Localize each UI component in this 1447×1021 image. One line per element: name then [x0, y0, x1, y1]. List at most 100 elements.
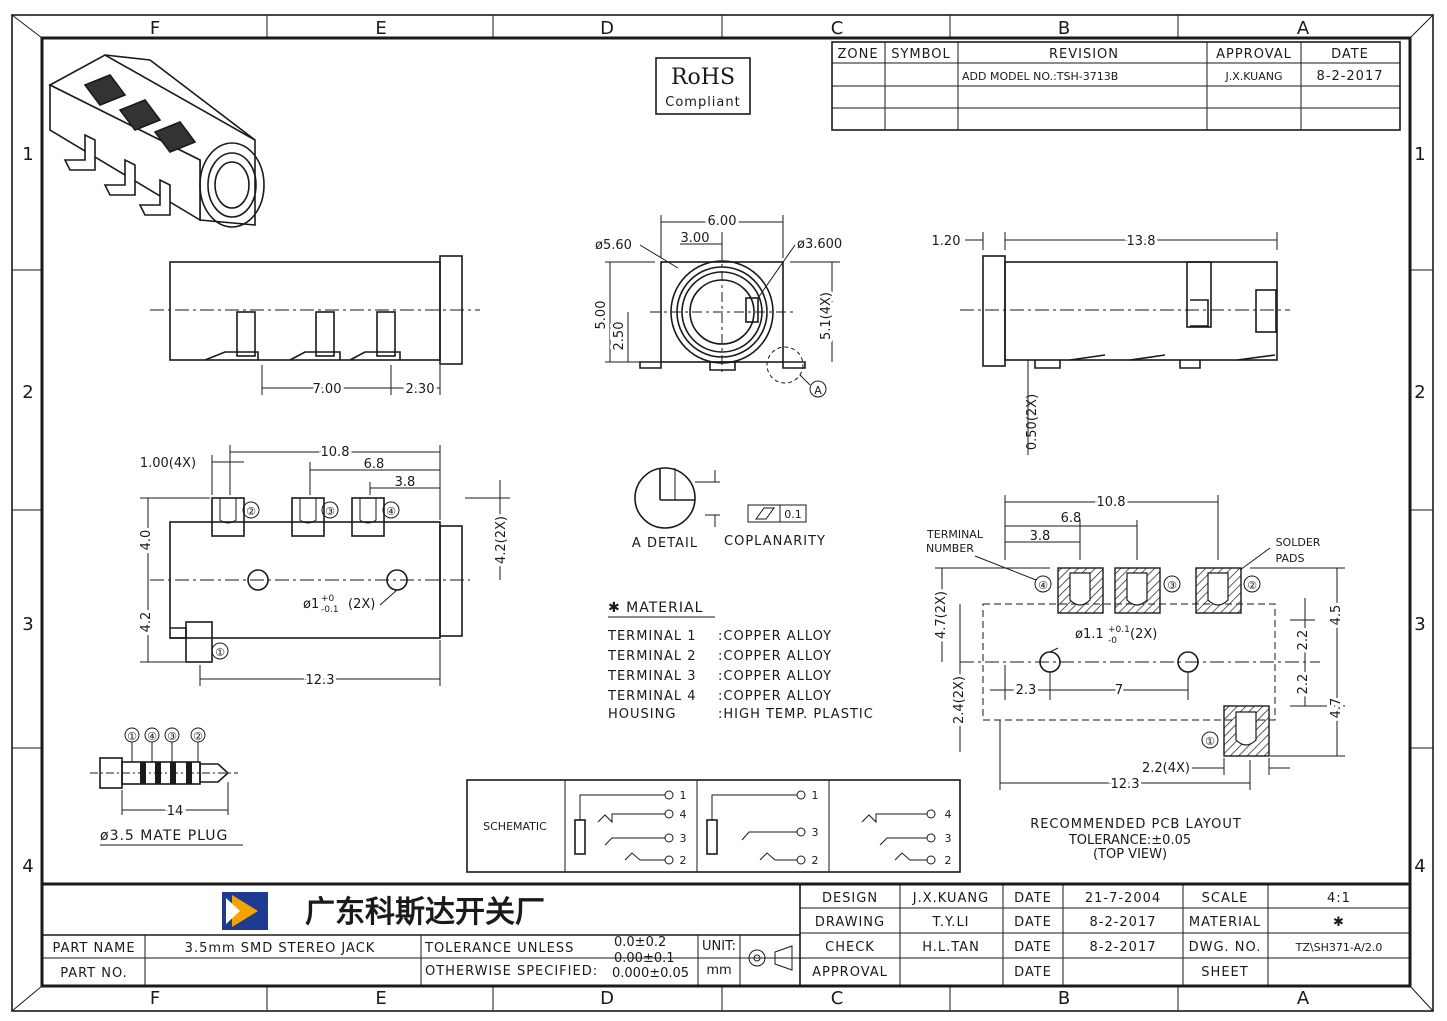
company-logo — [222, 892, 268, 930]
dim-6-00: 6.00 — [708, 214, 737, 229]
tolerance-label: OTHERWISE SPECIFIED: — [425, 964, 598, 979]
dim-3-8: 3.8 — [395, 475, 416, 490]
plug-label-2: ② — [193, 730, 203, 743]
approval-label: APPROVAL — [812, 965, 888, 980]
material-value: :COPPER ALLOY — [718, 629, 832, 644]
rohs-label: RoHS — [671, 65, 735, 90]
pad-1-label: ① — [1205, 735, 1215, 748]
material-name: TERMINAL 4 — [607, 689, 697, 704]
row-label: 2 — [22, 382, 33, 403]
pin-label: 2 — [812, 854, 819, 867]
front-view: 6.00 3.00 ø5.60 ø3.600 5.00 2.50 5.1(4X)… — [591, 211, 842, 398]
material-name: TERMINAL 2 — [607, 649, 697, 664]
dwg-no-label: DWG. NO. — [1189, 940, 1262, 955]
pcb-layout: 10.8 6.8 3.8 TERMINAL NUMBER ④ ③ ② ① SOL… — [926, 492, 1347, 862]
schematic: SCHEMATIC 1 4 3 2 1 3 2 4 3 2 — [466, 779, 961, 873]
col-label: D — [600, 988, 614, 1009]
pin-label: 3 — [812, 826, 819, 839]
tolerance-value: 0.00±0.1 — [614, 951, 675, 966]
row-label: 1 — [22, 144, 33, 165]
pcb-dim-2-4-2x: 2.4(2X) — [952, 676, 967, 724]
part-name-label: PART NAME — [52, 941, 135, 956]
pcb-dim-3-8: 3.8 — [1030, 529, 1051, 544]
tolerance-label: TOLERANCE UNLESS — [424, 941, 574, 956]
row-label: 4 — [1414, 856, 1425, 877]
material-list: ✱ MATERIAL TERMINAL 1 :COPPER ALLOY TERM… — [607, 600, 874, 722]
pcb-view: (TOP VIEW) — [1093, 847, 1167, 862]
pcb-dim-2-2b: 2.2 — [1296, 674, 1311, 695]
revision-header-approval: APPROVAL — [1216, 47, 1292, 62]
isometric-view — [48, 54, 265, 228]
tolerance-value: 0.0±0.2 — [614, 935, 666, 950]
terminal-4-label: ④ — [386, 505, 396, 518]
check-date: 8-2-2017 — [1089, 940, 1156, 955]
pad-4-label: ④ — [1038, 579, 1048, 592]
solder-pads-label: PADS — [1276, 552, 1305, 565]
coplanarity-label: COPLANARITY — [724, 534, 826, 549]
pcb-dim-2-2-4x: 2.2(4X) — [1142, 761, 1190, 776]
check-name: H.L.TAN — [922, 940, 980, 955]
col-label: C — [831, 18, 844, 39]
dim-4-2: 4.2 — [139, 612, 154, 633]
unit-label: UNIT: — [702, 939, 736, 954]
hole-tol-upper: +0 — [321, 594, 335, 604]
row-labels-right: 1 2 3 4 — [1414, 144, 1425, 877]
company-name: 广东科斯达开关厂 — [305, 895, 545, 930]
material-name: TERMINAL 3 — [607, 669, 697, 684]
dim-0-50-2x: 0.50(2X) — [1025, 394, 1040, 450]
row-label: 2 — [1414, 382, 1425, 403]
dim-1-20: 1.20 — [932, 234, 961, 249]
pin-label: 4 — [680, 808, 687, 821]
design-date: 21-7-2004 — [1085, 891, 1161, 906]
material-value: :COPPER ALLOY — [718, 649, 832, 664]
pcb-dim-7: 7 — [1115, 683, 1123, 698]
title-block: 广东科斯达开关厂 PART NAME 3.5mm SMD STEREO JACK… — [42, 882, 1410, 986]
pcb-hole-tol-lower: -0 — [1108, 636, 1117, 646]
dim-5-00: 5.00 — [594, 301, 609, 330]
dim-dia-3-600: ø3.600 — [797, 237, 842, 252]
material-name: TERMINAL 1 — [607, 629, 697, 644]
dim-7: 7.00 — [313, 382, 342, 397]
material-name: HOUSING — [608, 707, 676, 722]
date-label: DATE — [1014, 965, 1052, 980]
col-label: A — [1297, 988, 1310, 1009]
dim-4-2-2x: 4.2(2X) — [494, 516, 509, 564]
pin-label: 3 — [680, 832, 687, 845]
dim-2-50: 2.50 — [612, 322, 627, 351]
check-label: CHECK — [825, 940, 875, 955]
plug-caption: ø3.5 MATE PLUG — [100, 828, 228, 844]
revision-header-symbol: SYMBOL — [891, 47, 951, 62]
terminal-2-label: ② — [246, 505, 256, 518]
dim-12-3: 12.3 — [306, 673, 335, 688]
rohs-sublabel: Compliant — [665, 95, 740, 110]
detail-ref-a: A — [814, 384, 822, 397]
date-label: DATE — [1014, 891, 1052, 906]
drawing-label: DRAWING — [815, 915, 885, 930]
bottom-view: 10.8 6.8 3.8 1.00(4X) 4.0 4.2 4.2(2X) 12… — [136, 442, 512, 691]
material-value: :HIGH TEMP. PLASTIC — [718, 707, 874, 722]
part-no-label: PART NO. — [60, 966, 128, 981]
scale-label: SCALE — [1202, 891, 1249, 906]
revision-header-revision: REVISION — [1049, 47, 1119, 62]
pcb-dim-6-8: 6.8 — [1061, 511, 1082, 526]
pin-label: 1 — [680, 789, 687, 802]
dim-13-8: 13.8 — [1127, 234, 1156, 249]
dim-2-30: 2.30 — [406, 382, 435, 397]
col-label: C — [831, 988, 844, 1009]
column-labels-bottom: F E D C B A — [150, 988, 1310, 1009]
right-view: 1.20 13.8 0.50(2X) — [932, 231, 1290, 455]
revision-header-date: DATE — [1331, 47, 1369, 62]
scale-value: 4:1 — [1327, 891, 1351, 906]
revision-header-zone: ZONE — [837, 47, 878, 62]
pcb-dim-4-7-2x: 4.7(2X) — [934, 591, 949, 639]
mate-plug: ① ④ ③ ② 14 ø3.5 MATE PLUG — [90, 727, 243, 846]
coplanarity-value: 0.1 — [784, 508, 802, 521]
side-view: 7.00 2.30 — [150, 255, 480, 400]
pin-label: 4 — [945, 808, 952, 821]
date-label: DATE — [1014, 940, 1052, 955]
material-value: ✱ — [1333, 915, 1345, 930]
tolerance-value: 0.000±0.05 — [612, 966, 689, 981]
pcb-hole-tol-upper: +0.1 — [1108, 625, 1130, 635]
col-label: A — [1297, 18, 1310, 39]
dim-dia-5-60: ø5.60 — [595, 238, 632, 253]
